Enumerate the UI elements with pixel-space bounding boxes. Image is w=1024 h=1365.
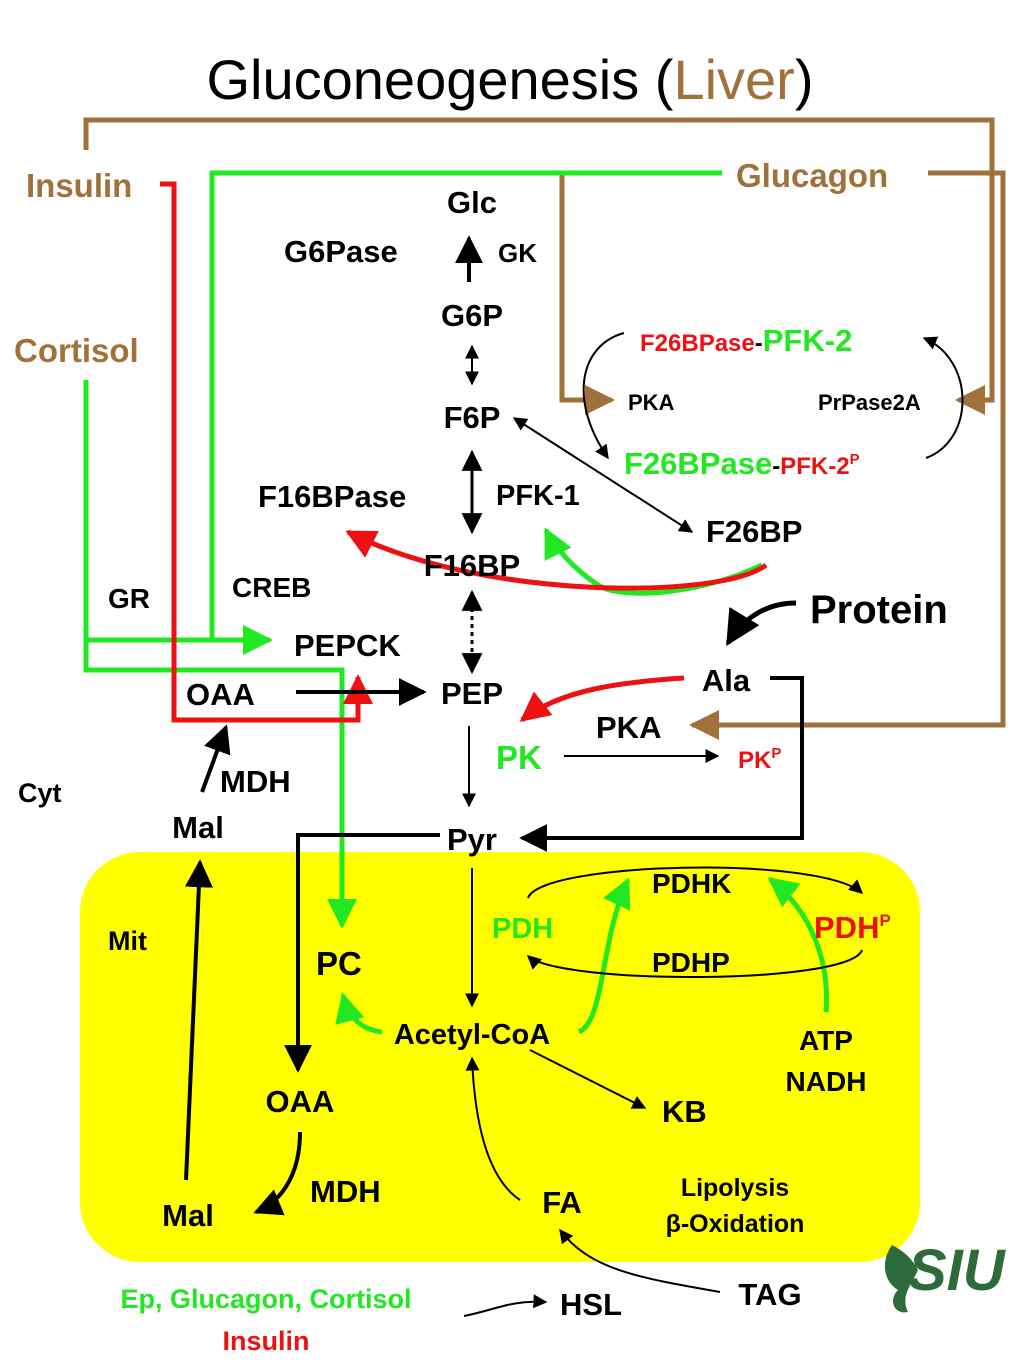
ala-label: Ala (702, 663, 751, 698)
pka-cyt-label: PKA (596, 710, 661, 745)
pdhp-phospho-label: PDHP (814, 910, 891, 945)
mitochondria-region (80, 852, 920, 1262)
glc-label: Glc (447, 185, 497, 220)
f6p-label: F6P (444, 400, 501, 435)
pkp-label: PKP (738, 745, 781, 774)
fa-label: FA (542, 1185, 582, 1220)
g6p-label: G6P (441, 298, 503, 333)
oaa-cyt-label: OAA (186, 677, 255, 712)
siu-logo: SIU (884, 1238, 1007, 1313)
pc-label: PC (316, 945, 362, 982)
pyr-label: Pyr (447, 822, 497, 857)
cyt-label: Cyt (18, 778, 62, 808)
page-title: Gluconeogenesis (Liver) (207, 48, 814, 111)
prpase2a-label: PrPase2A (818, 390, 921, 415)
brown-signal-lines (83, 117, 1006, 740)
pepck-label: PEPCK (294, 628, 401, 663)
mdh-cyt-label: MDH (220, 764, 291, 799)
kb-label: KB (662, 1094, 707, 1129)
saluki-icon (884, 1245, 918, 1313)
black-arrows (184, 235, 964, 1317)
pk-label: PK (496, 739, 542, 776)
lipolysis-label: Lipolysis (681, 1174, 789, 1202)
mdh-mit-label: MDH (310, 1174, 381, 1209)
beta-oxidation-label: β-Oxidation (666, 1210, 805, 1238)
red-signal-lines (160, 181, 768, 723)
pfk1-label: PFK-1 (496, 480, 580, 512)
glucagon-label: Glucagon (736, 157, 888, 194)
insulin-label: Insulin (26, 167, 132, 204)
mal-mit-label: Mal (162, 1198, 214, 1233)
atp-label: ATP (799, 1025, 853, 1056)
g6pase-label: G6Pase (284, 234, 398, 269)
pdhk-label: PDHK (652, 868, 731, 899)
mal-cyt-label: Mal (172, 810, 224, 845)
f26bp-label: F26BP (706, 514, 802, 549)
pka-bif-label: PKA (628, 390, 675, 415)
siu-logo-text: SIU (908, 1238, 1007, 1303)
gk-label: GK (498, 238, 537, 268)
nadh-label: NADH (786, 1066, 867, 1097)
tag-label: TAG (738, 1277, 801, 1312)
activators-label: Ep, Glucagon, Cortisol (120, 1284, 411, 1314)
f16bp-label: F16BP (424, 548, 520, 583)
acetyl-coa-label: Acetyl-CoA (394, 1019, 550, 1051)
oaa-mit-label: OAA (266, 1084, 335, 1119)
cortisol-label: Cortisol (14, 332, 139, 369)
pep-label: PEP (441, 676, 503, 711)
pdhp-label: PDHP (652, 947, 730, 978)
creb-label: CREB (232, 572, 311, 603)
f16bpase-label: F16BPase (258, 479, 406, 514)
gr-label: GR (108, 583, 150, 614)
hsl-label: HSL (560, 1287, 622, 1322)
mit-label: Mit (108, 926, 147, 956)
protein-label: Protein (810, 588, 948, 632)
pdh-label: PDH (492, 913, 553, 945)
insulin-bottom-label: Insulin (223, 1326, 310, 1356)
f26bpase-pfk2-label: F26BPase-PFK-2 (640, 323, 852, 358)
f26bpase-pfk2p-label: F26BPase-PFK-2P (624, 446, 860, 481)
